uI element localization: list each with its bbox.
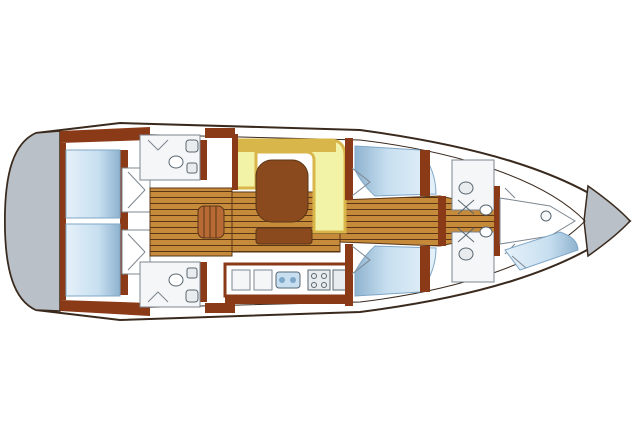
sink-icon [458,181,474,195]
shower-icon [457,199,475,215]
sink-icon [185,139,199,153]
galley [223,262,352,304]
companionway-steps [197,205,225,239]
saloon-side-cabinet [232,134,238,190]
toilet-icon [479,226,493,238]
bow-locker [583,184,632,258]
aft-port-berth [65,149,121,219]
saloon-chair [255,227,313,245]
saloon-table [255,159,309,223]
saloon [232,134,347,245]
aft-starboard-cabin [65,223,151,297]
toilet-icon [168,155,184,169]
galley-sink-icon [275,271,301,289]
forward-port-head [451,159,495,216]
shower-icon [457,227,475,243]
stove-icon [307,269,331,291]
stern-deck [4,130,61,312]
sink-icon [458,247,474,261]
aft-port-head [139,134,201,181]
toilet-icon [479,204,493,216]
forward-cabin [499,187,579,271]
mid-starboard-cabin [345,244,437,306]
saloon-seat-back [236,140,336,152]
sink-icon [185,289,199,303]
forward-starboard-head [451,226,495,283]
aft-starboard-head [139,261,201,308]
toilet-icon [168,273,184,287]
aft-starboard-berth [65,223,121,297]
forward-side-berth [504,231,579,271]
aft-port-cabin [65,149,151,219]
saloon-floor [149,187,233,257]
mid-port-cabin [345,138,437,200]
forward-berth [499,197,576,245]
